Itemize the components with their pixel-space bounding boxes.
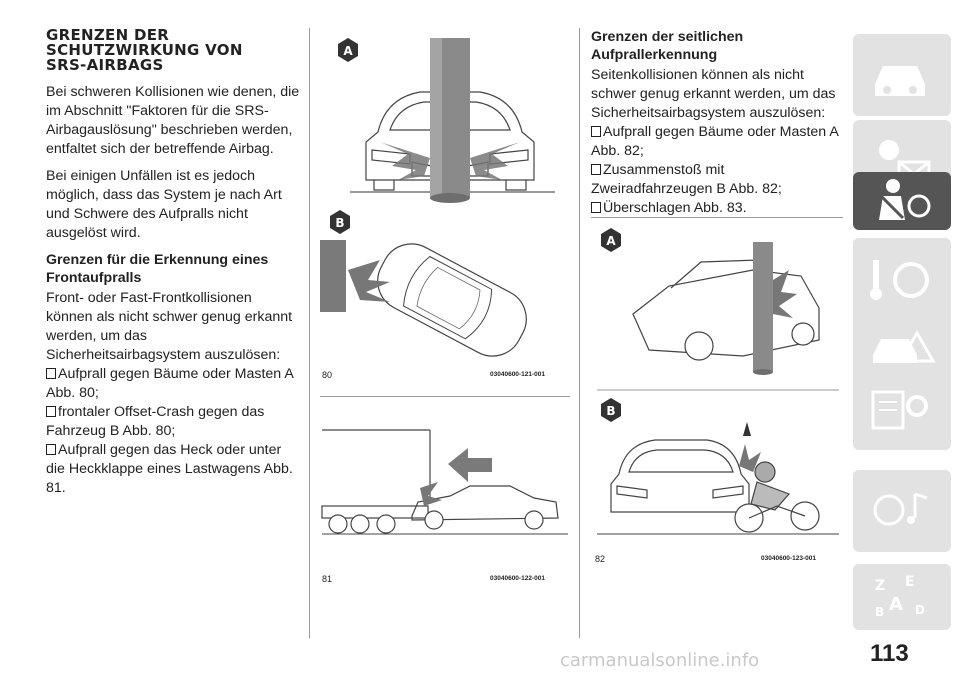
car-angled-view	[632, 259, 820, 361]
watermark: carmanualsonline.info	[560, 650, 760, 671]
breakdown-icon	[873, 329, 936, 363]
square-bullet-icon	[46, 368, 56, 379]
figure-label-b: B	[601, 398, 621, 422]
tab-index[interactable]: Z E A B D	[853, 564, 951, 630]
square-bullet-icon	[46, 406, 56, 417]
subheading-front: Grenzen für die Erkennung eines Frontauf…	[46, 252, 269, 286]
figure-code: 03040600-122-001	[490, 575, 545, 582]
figure-label-a: A	[338, 38, 358, 62]
text-column-left: GRENZEN DER SCHUTZWIRKUNG VON SRS-AIRBAG…	[46, 28, 300, 498]
index-icon: Z E A B D	[875, 574, 925, 619]
subheading-side: Grenzen der seitlichen Aufprallerkennung	[591, 29, 744, 63]
paragraph: Bei einigen Unfällen ist es jedoch mögli…	[46, 168, 282, 241]
seatbelt-airbag-icon	[879, 179, 931, 220]
car-side-view	[411, 485, 559, 530]
square-bullet-icon	[591, 202, 601, 213]
car-front-view	[610, 439, 750, 513]
figure-number: 82	[595, 554, 606, 564]
steering-key-icon	[870, 260, 929, 300]
column-divider	[579, 28, 580, 638]
paragraph: Bei schweren Kollisionen wie denen, die …	[46, 84, 300, 157]
square-bullet-icon	[591, 126, 601, 137]
figure-divider	[320, 396, 570, 397]
svg-text:A: A	[343, 44, 353, 58]
figure-label-a: A	[601, 228, 621, 252]
motorcycle-rider	[734, 461, 820, 533]
figure-82-illustration: A B	[597, 228, 839, 535]
figure-80-illustration: A B	[320, 38, 555, 357]
tab-service-tools[interactable]	[853, 368, 951, 450]
paragraph: Front- oder Fast-Frontkollisionen können…	[46, 290, 293, 363]
column-divider	[309, 28, 310, 638]
svg-text:Z: Z	[875, 578, 885, 594]
list-item: frontaler Offset-Crash gegen das Fahrzeu…	[46, 404, 265, 439]
svg-text:A: A	[889, 594, 903, 615]
figure-label-b: B	[330, 210, 350, 234]
figure-81-illustration	[321, 429, 568, 535]
svg-text:A: A	[606, 234, 616, 248]
section-title: GRENZEN DER SCHUTZWIRKUNG VON SRS-AIRBAG…	[46, 26, 243, 74]
svg-text:E: E	[905, 574, 915, 590]
figure-divider	[591, 217, 843, 218]
figure-81: 81 03040600-122-001	[320, 404, 570, 584]
list-item: Zusammenstoß mit Zweiradfahrzeugen B Abb…	[591, 162, 782, 197]
figure-number: 80	[322, 370, 333, 380]
square-bullet-icon	[46, 444, 56, 455]
figure-80: A B 80	[320, 30, 570, 380]
multimedia-icon	[873, 492, 928, 526]
service-tools-icon	[871, 390, 928, 430]
svg-text:B: B	[606, 404, 615, 418]
svg-text:B: B	[335, 216, 344, 230]
page-number: 113	[870, 640, 909, 667]
text-column-right: Grenzen der seitlichen Aufprallerkennung…	[591, 28, 843, 218]
tab-seatbelt-airbag[interactable]	[853, 172, 951, 230]
svg-text:B: B	[875, 605, 884, 619]
tab-car-dashboard[interactable]	[853, 34, 951, 116]
figure-82: A B	[593, 222, 843, 567]
square-bullet-icon	[591, 164, 601, 175]
list-item: Überschlagen Abb. 83.	[591, 199, 843, 218]
list-item: Aufprall gegen Bäume oder Masten A Abb. …	[46, 366, 294, 401]
car-top-view	[377, 243, 527, 357]
list-item: Aufprall gegen Bäume oder Masten A Abb. …	[591, 124, 839, 159]
figure-number: 81	[322, 574, 333, 584]
svg-text:D: D	[915, 603, 925, 617]
list-item: Aufprall gegen das Heck oder unter die H…	[46, 442, 293, 496]
car-dashboard-icon	[875, 66, 925, 96]
figure-code: 03040600-123-001	[761, 555, 816, 562]
paragraph: Seitenkollisionen können als nicht schwe…	[591, 67, 836, 121]
tab-multimedia[interactable]	[853, 470, 951, 552]
figure-code: 03040600-121-001	[490, 371, 545, 378]
